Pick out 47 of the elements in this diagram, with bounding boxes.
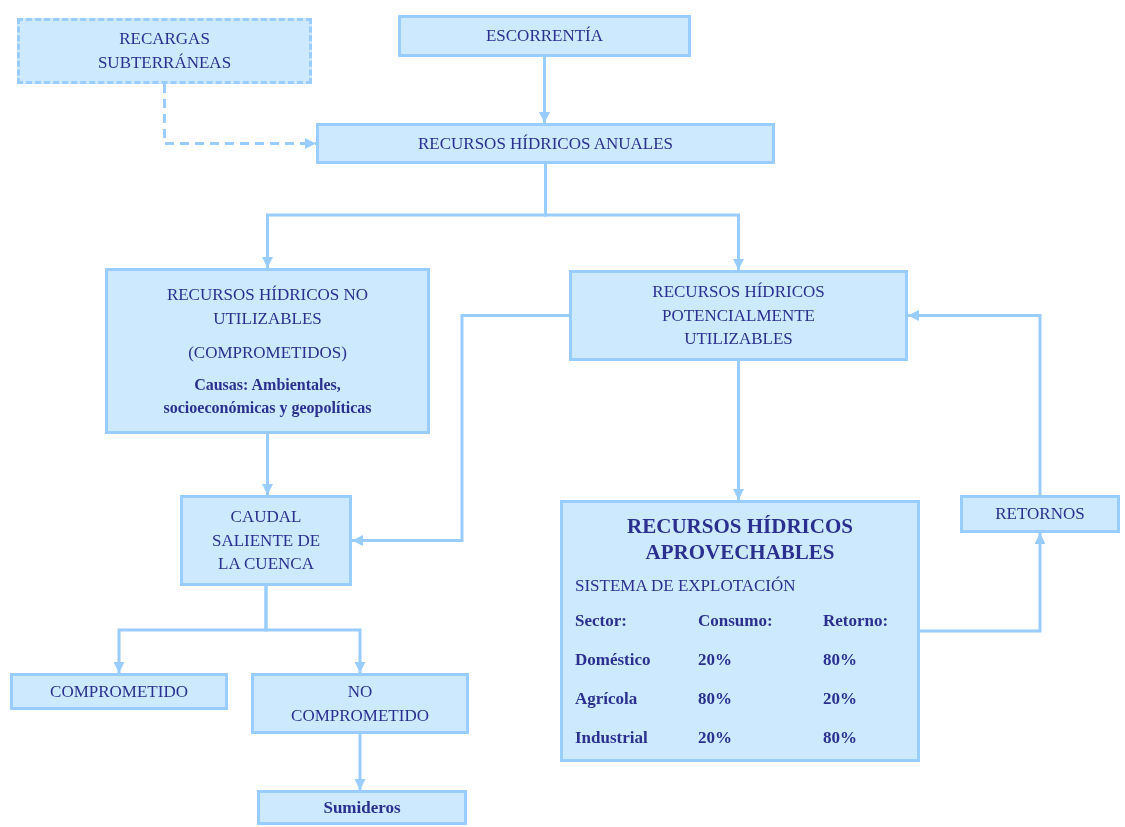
- arrow: [539, 57, 550, 123]
- box-text: RECARGAS SUBTERRÁNEAS: [96, 28, 233, 74]
- arrow: [264, 586, 366, 673]
- process-box: [398, 15, 691, 57]
- arrow: [920, 533, 1046, 633]
- process-box: [316, 123, 775, 164]
- box-text: Sumideros: [323, 796, 401, 819]
- arrow: [352, 314, 569, 546]
- table-cell-text: 80%: [823, 649, 858, 672]
- box-heading: RECURSOS HÍDRICOS APROVECHABLES: [626, 513, 854, 566]
- box-text: COMPROMETIDO: [50, 680, 188, 703]
- process-box: [960, 495, 1120, 533]
- table-cell-text: 80%: [698, 687, 733, 710]
- process-box: [105, 268, 430, 434]
- table-cell-text: Industrial: [575, 726, 649, 749]
- arrow: [733, 361, 744, 500]
- box-text: RECURSOS HÍDRICOS POTENCIALMENTE UTILIZABLES: [651, 280, 826, 351]
- process-box: [569, 270, 908, 361]
- table-cell-text: Consumo:: [698, 610, 774, 633]
- process-box: [251, 673, 469, 734]
- arrow: [544, 164, 744, 270]
- table-cell-text: 20%: [698, 726, 733, 749]
- table-cell-text: Retorno:: [823, 610, 890, 633]
- table-cell-text: 80%: [823, 726, 858, 749]
- box-text: ESCORRENTÍA: [485, 25, 604, 48]
- process-box: [257, 790, 467, 825]
- table-cell-text: Sector:: [575, 610, 628, 633]
- box-text: (COMPROMETIDOS): [188, 341, 347, 364]
- arrow: [354, 734, 366, 790]
- process-box: [560, 500, 920, 762]
- box-text: RECURSOS HÍDRICOS NO UTILIZABLES: [165, 283, 370, 330]
- box-text: RECURSOS HÍDRICOS ANUALES: [417, 132, 673, 155]
- box-text: NO COMPROMETIDO: [290, 680, 430, 727]
- process-box: [10, 673, 228, 710]
- table-cell-text: Agrícola: [575, 687, 639, 710]
- table-cell-text: 20%: [698, 649, 733, 672]
- process-box: [180, 495, 352, 586]
- process-box: [17, 18, 312, 84]
- arrow: [908, 310, 1042, 495]
- arrow: [163, 84, 316, 149]
- box-subheading: SISTEMA DE EXPLOTACIÓN: [575, 574, 797, 597]
- box-text: CAUDAL SALIENTE DE LA CUENCA: [210, 505, 322, 576]
- table-cell-text: Doméstico: [575, 649, 652, 672]
- box-text: RETORNOS: [995, 503, 1085, 526]
- arrow: [262, 434, 273, 495]
- box-text: Causas: Ambientales, socioeconómicas y geopolíticas: [162, 375, 373, 419]
- table-cell-text: 20%: [823, 687, 858, 710]
